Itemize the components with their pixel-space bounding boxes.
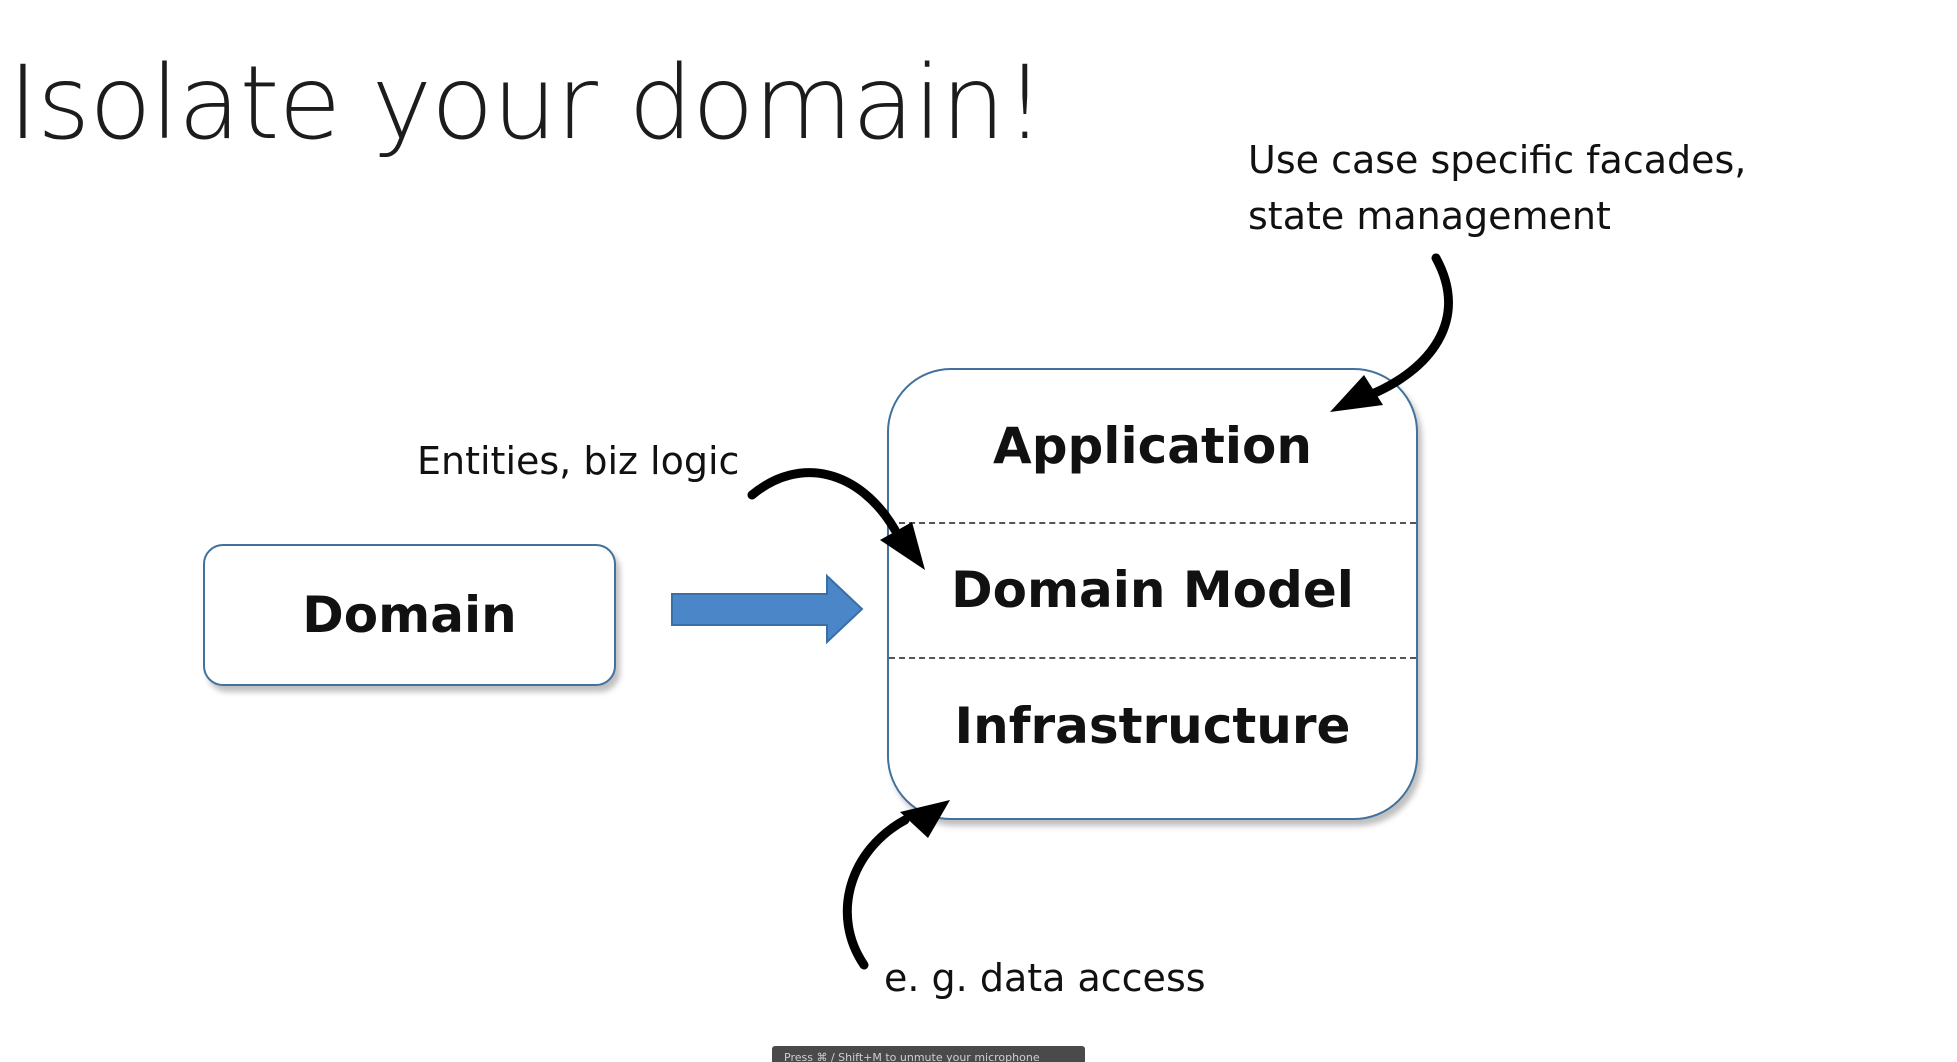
block-arrow-right [671, 573, 864, 645]
curved-arrow-data-access [842, 800, 950, 970]
layer-divider [889, 522, 1416, 524]
callout-data-access: e. g. data access [884, 956, 1206, 1000]
callout-facades-line2: state management [1248, 194, 1611, 238]
layers-box: Application Domain Model Infrastructure [887, 368, 1418, 820]
slide-title: Isolate your domain! [8, 44, 1045, 163]
domain-box: Domain [203, 544, 616, 686]
callout-entities: Entities, biz logic [417, 439, 740, 483]
layer-infrastructure: Infrastructure [954, 697, 1351, 755]
callout-facades: Use case specific facades, state managem… [1248, 132, 1746, 244]
layer-application: Application [993, 417, 1312, 475]
domain-label: Domain [302, 586, 517, 644]
callout-facades-line1: Use case specific facades, [1248, 138, 1747, 182]
layer-divider [889, 657, 1416, 659]
status-toast: Press ⌘ / Shift+M to unmute your microph… [772, 1046, 1085, 1062]
layer-domain-model: Domain Model [951, 560, 1354, 619]
